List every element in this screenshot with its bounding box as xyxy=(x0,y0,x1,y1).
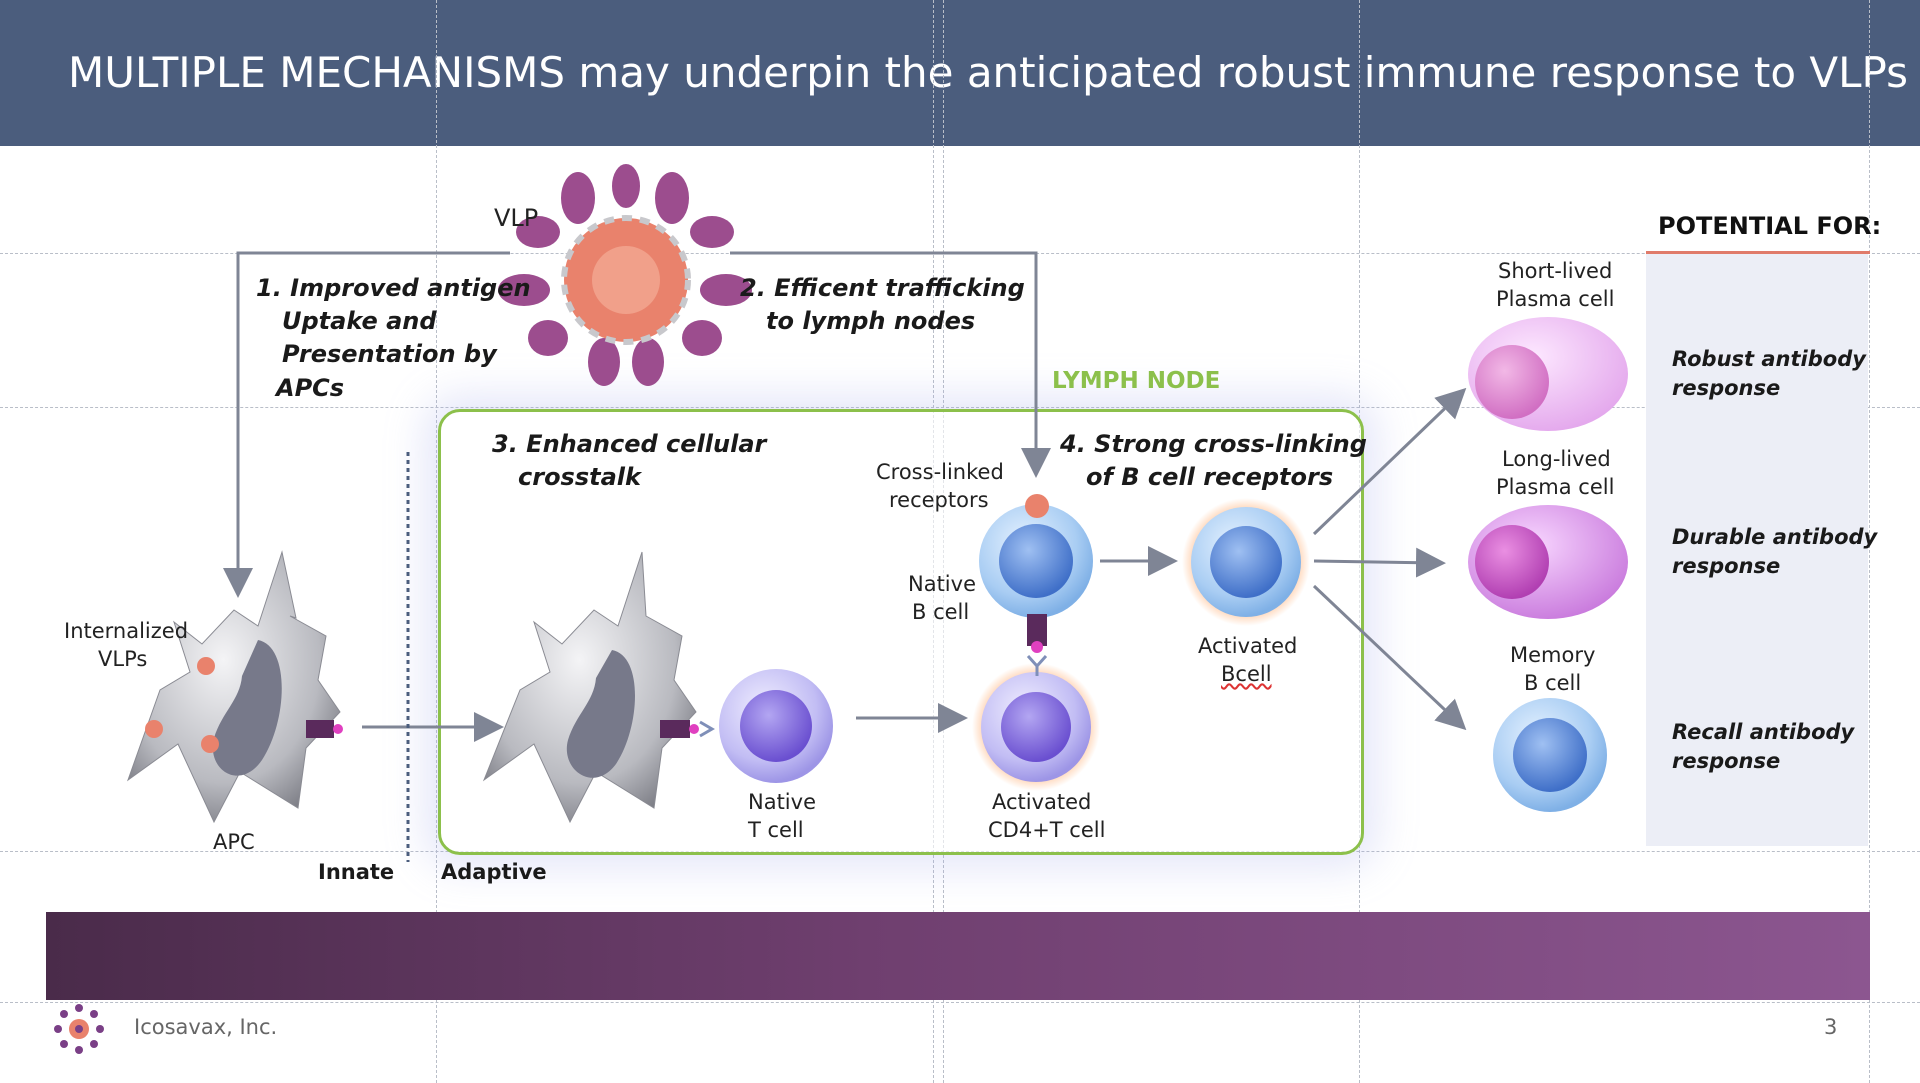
guide-line xyxy=(0,1002,1920,1003)
native-t-cell-label: T cell xyxy=(748,818,804,842)
potential-divider xyxy=(1646,251,1870,254)
apc-cell-icon xyxy=(482,551,715,824)
potential-robust-line: response xyxy=(1672,376,1781,400)
guide-line xyxy=(0,407,1920,408)
vlp-particle-icon xyxy=(498,164,752,386)
mechanism-2-line: to lymph nodes xyxy=(766,307,976,335)
short-lived-plasma-cell-icon xyxy=(1468,317,1628,431)
flow-arrows xyxy=(223,251,1467,742)
header-bar xyxy=(0,0,1920,146)
memory-b-cell-icon xyxy=(1493,698,1607,812)
potential-durable-line: response xyxy=(1672,554,1781,578)
innate-label: Innate xyxy=(318,860,395,884)
long-lived-plasma-label: Long-lived xyxy=(1502,447,1611,471)
internalized-vlps-label: VLPs xyxy=(98,647,148,671)
slide-title: MULTIPLE MECHANISMS may underpin the ant… xyxy=(68,48,1908,97)
internalized-vlps-label: Internalized xyxy=(64,619,189,643)
footer-band xyxy=(46,912,1870,1000)
memory-b-cell-label: B cell xyxy=(1524,671,1582,695)
potential-durable-line: Durable antibody xyxy=(1672,525,1878,549)
company-logo-icon xyxy=(54,1004,104,1054)
long-lived-plasma-cell-icon xyxy=(1468,505,1628,619)
activated-b-cell-label: Bcell xyxy=(1221,662,1272,686)
mechanism-4-line: of B cell receptors xyxy=(1086,463,1334,491)
activated-cd4-t-cell-icon xyxy=(972,663,1100,791)
arrow-to-apc xyxy=(223,251,510,598)
native-b-cell-icon xyxy=(979,494,1093,676)
mechanism-2-line: 2. Efficent trafficking xyxy=(740,274,1025,302)
activated-cd4-label: CD4+T cell xyxy=(988,818,1106,842)
potential-robust-line: Robust antibody xyxy=(1672,347,1866,371)
long-lived-plasma-label: Plasma cell xyxy=(1496,475,1615,499)
mechanism-4-line: 4. Strong cross-linking xyxy=(1060,430,1367,458)
arrow-to-long-lived xyxy=(1313,547,1446,578)
native-b-cell-label: B cell xyxy=(912,600,970,624)
potential-panel xyxy=(1646,254,1868,846)
activated-b-cell-icon xyxy=(1182,498,1310,626)
memory-b-cell-label: Memory xyxy=(1510,643,1596,667)
arrow-to-memory xyxy=(1312,584,1467,731)
activated-b-cell-label: Activated xyxy=(1198,634,1298,658)
cross-linked-receptors-label: receptors xyxy=(889,488,989,512)
short-lived-plasma-label: Plasma cell xyxy=(1496,287,1615,311)
adaptive-label: Adaptive xyxy=(441,860,547,884)
vlp-label: VLP xyxy=(494,204,539,232)
mechanism-1-line: APCs xyxy=(276,374,345,402)
potential-recall-line: Recall antibody xyxy=(1672,720,1855,744)
mechanism-3-line: 3. Enhanced cellular xyxy=(492,430,767,458)
short-lived-plasma-label: Short-lived xyxy=(1498,259,1613,283)
cross-linked-receptors-label: Cross-linked xyxy=(876,460,1004,484)
native-b-cell-label: Native xyxy=(908,572,976,596)
mechanism-3-line: crosstalk xyxy=(518,463,641,491)
guide-line xyxy=(436,0,437,1083)
mechanism-1-line: Uptake and xyxy=(282,307,437,335)
arrow-to-short-lived xyxy=(1312,387,1467,536)
arrow-to-b-cell xyxy=(730,251,1051,478)
lymph-node-label: LYMPH NODE xyxy=(1052,368,1221,394)
page-number: 3 xyxy=(1824,1015,1838,1039)
native-t-cell-label: Native xyxy=(748,790,816,814)
apc-cell-icon xyxy=(126,550,343,824)
mechanism-1-line: Presentation by xyxy=(282,340,497,368)
potential-recall-line: response xyxy=(1672,749,1781,773)
potential-title: POTENTIAL FOR: xyxy=(1658,212,1882,240)
mechanism-1-line: 1. Improved antigen xyxy=(256,274,531,302)
guide-line xyxy=(1869,0,1870,1083)
native-t-cell-icon xyxy=(719,669,833,783)
footer-company: Icosavax, Inc. xyxy=(134,1015,278,1039)
activated-cd4-label: Activated xyxy=(992,790,1092,814)
apc-label: APC xyxy=(213,830,255,854)
